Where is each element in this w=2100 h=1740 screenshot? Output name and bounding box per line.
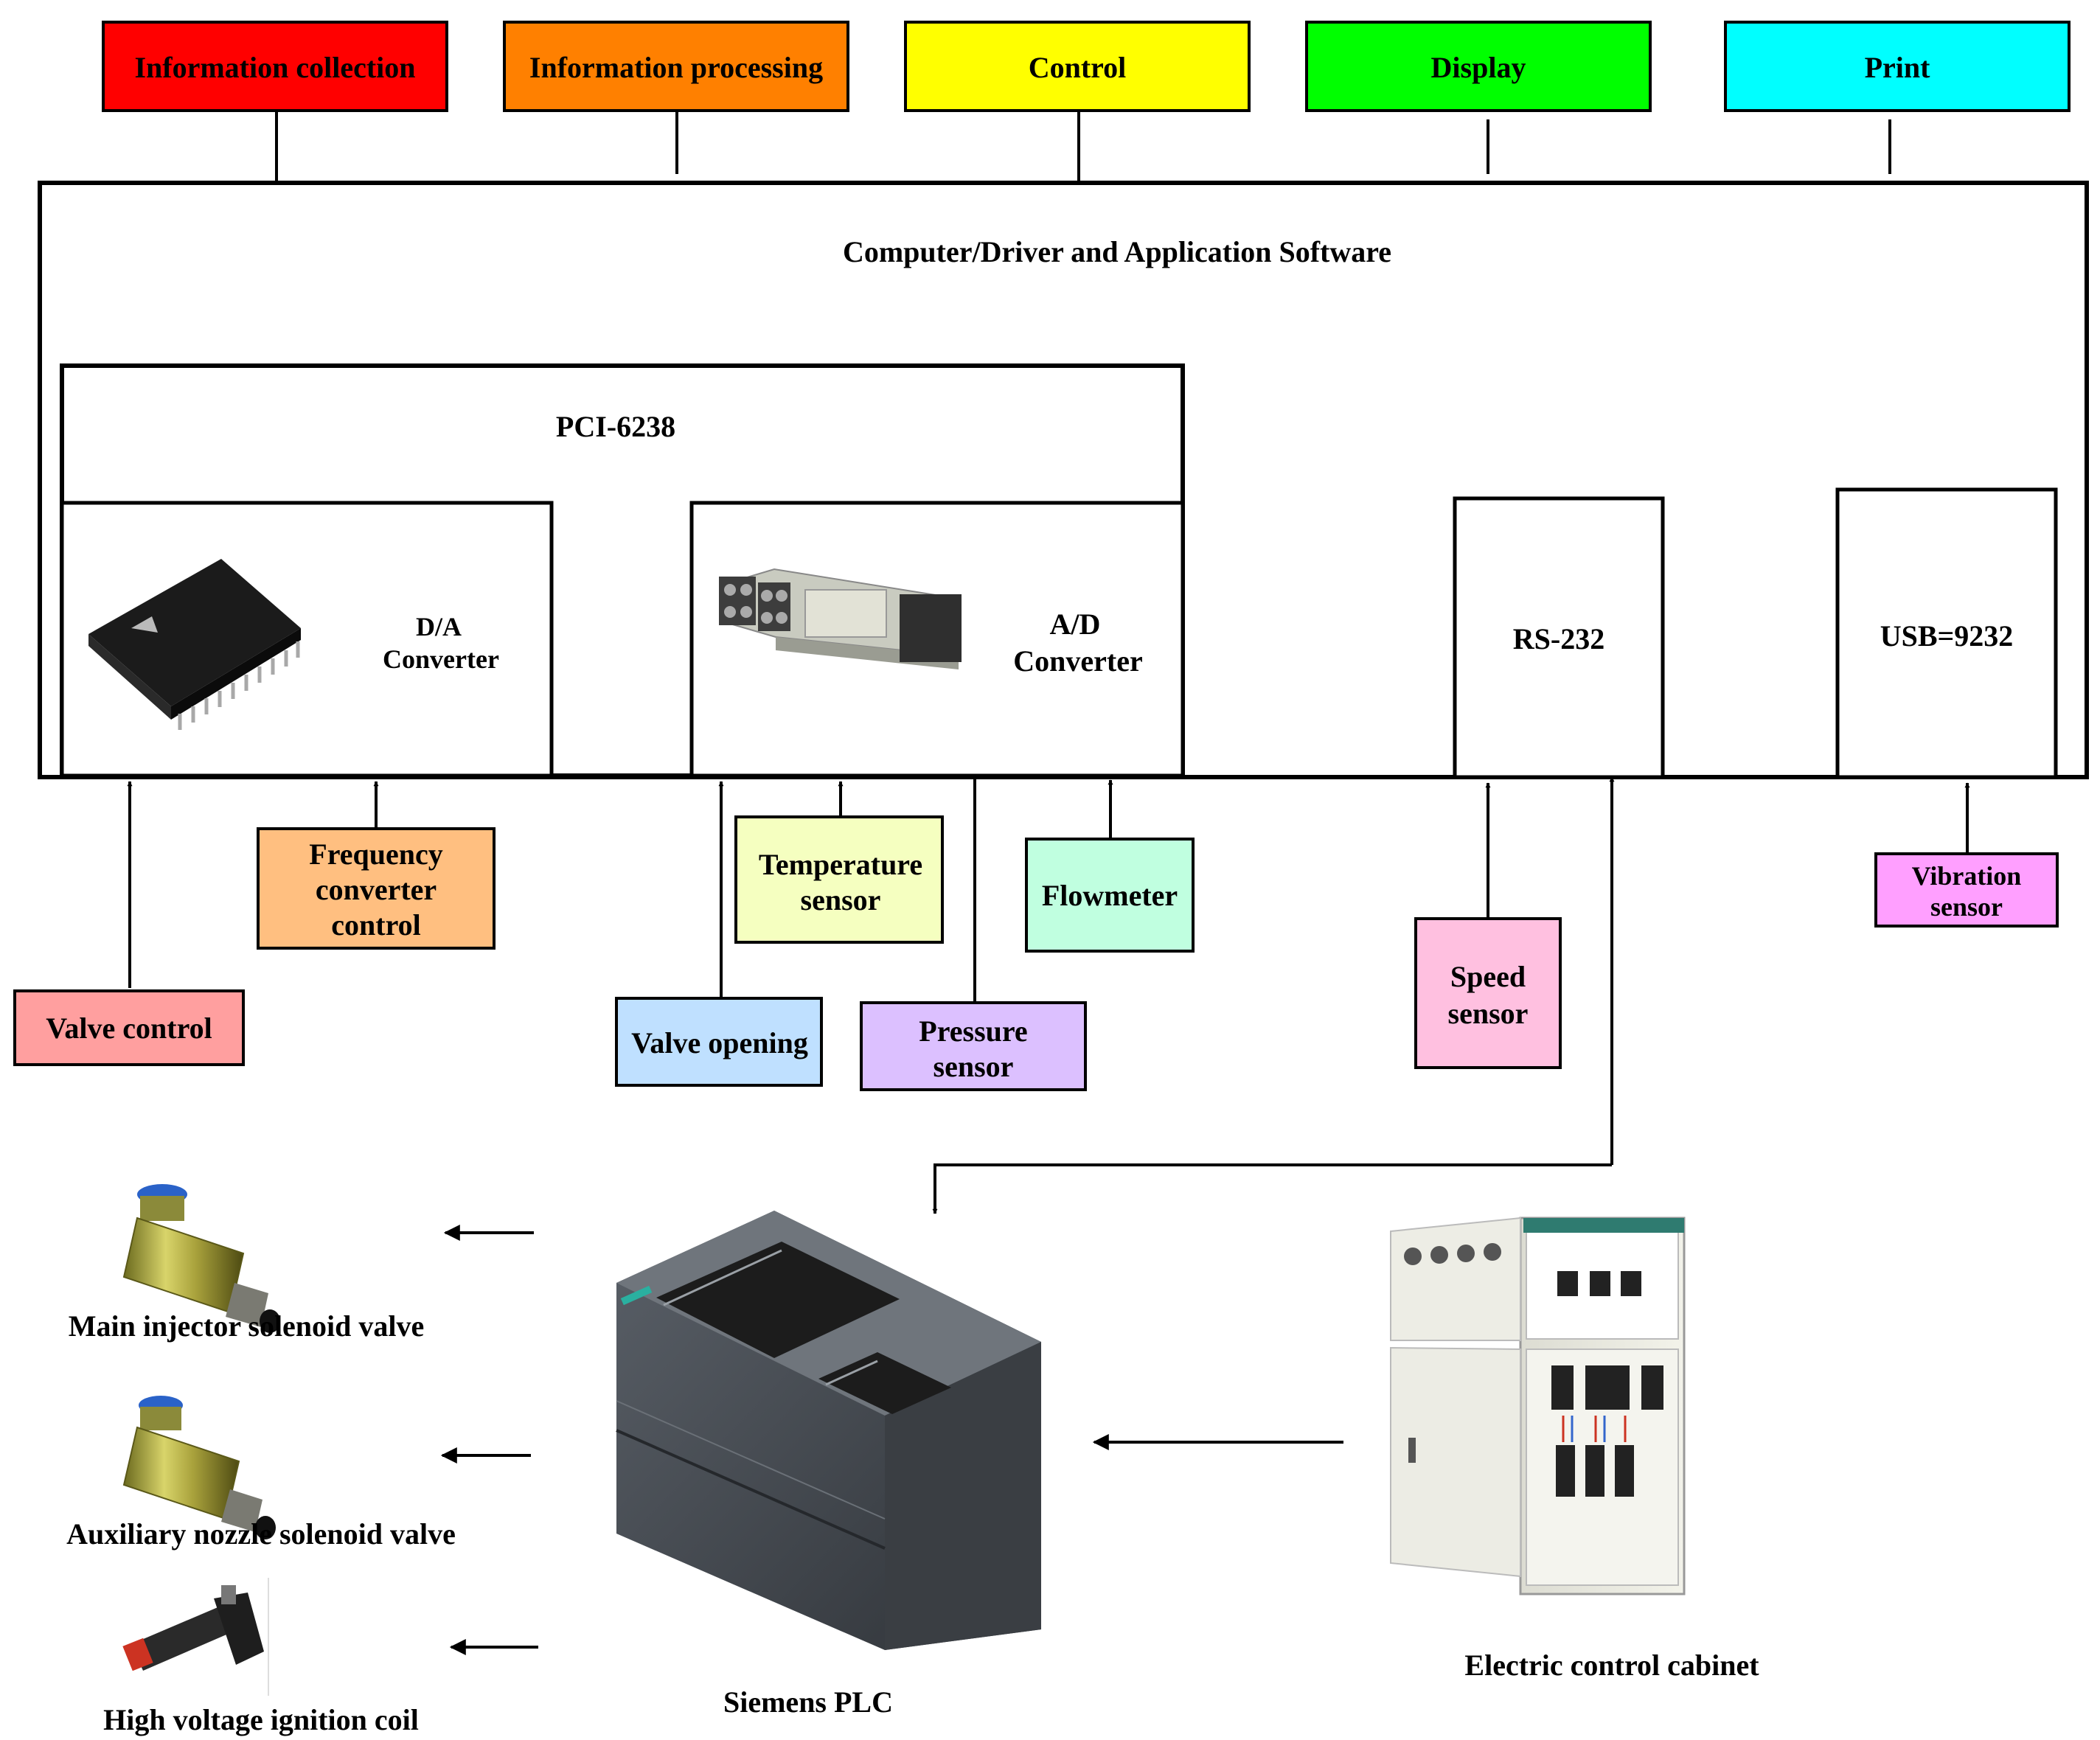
da-label-line1: D/A [416, 612, 462, 641]
da-converter-box: D/A Converter [60, 501, 554, 778]
da-label-line2: Converter [383, 644, 499, 674]
func-info-collection: Information collection [102, 21, 448, 112]
pci-title: PCI-6238 [556, 410, 675, 443]
speed-label-line1: Speed [1450, 960, 1526, 993]
temp-label-line1: Temperature [759, 848, 922, 881]
aux-nozzle-valve: Auxiliary nozzle solenoid valve [66, 1396, 456, 1551]
func-display: Display [1305, 21, 1652, 112]
frequency-converter-box: Frequency converter control [257, 827, 496, 950]
siemens-plc: Siemens PLC [616, 1211, 1041, 1719]
aux-nozzle-label: Auxiliary nozzle solenoid valve [66, 1517, 456, 1551]
pressure-sensor-box: Pressure sensor [860, 1001, 1087, 1091]
freq-label-line2: converter [316, 873, 437, 906]
plc-device-icon [616, 1211, 1041, 1650]
temperature-sensor-box: Temperature sensor [734, 815, 944, 944]
func-print: Print [1724, 21, 2071, 112]
speed-label-line2: sensor [1448, 997, 1529, 1030]
top-connectors [275, 111, 1891, 183]
actuator-arrows [440, 1225, 538, 1655]
func-display-label: Display [1431, 51, 1526, 84]
plc-rs232-link [932, 776, 1615, 1214]
pressure-label-line2: sensor [933, 1050, 1014, 1083]
rs232-label: RS-232 [1513, 622, 1604, 655]
speed-sensor-box: Speed sensor [1414, 917, 1562, 1069]
ignition-coil-label: High voltage ignition coil [103, 1703, 419, 1736]
valve-control-label: Valve control [46, 1012, 212, 1045]
vibration-sensor-box: Vibration sensor [1874, 852, 2059, 928]
rs232-box: RS-232 [1453, 496, 1665, 779]
ic-chip-icon [88, 559, 301, 730]
flowmeter-box: Flowmeter [1025, 838, 1195, 953]
flowmeter-label: Flowmeter [1042, 879, 1178, 912]
control-cabinet-icon [1390, 1217, 1686, 1595]
computer-title: Computer/Driver and Application Software [843, 235, 1391, 268]
main-injector-label: Main injector solenoid valve [69, 1309, 425, 1343]
freq-label-line1: Frequency [309, 838, 442, 871]
solenoid-valve-icon [122, 1184, 280, 1333]
ad-converter-box: A/D Converter [689, 501, 1185, 778]
valve-control-box: Valve control [13, 989, 245, 1066]
func-control: Control [904, 21, 1251, 112]
temp-label-line2: sensor [801, 883, 881, 916]
computer-box: Computer/Driver and Application Software [38, 181, 2089, 779]
valve-opening-box: Valve opening [615, 997, 823, 1087]
input-arrows [127, 773, 1970, 1001]
ignition-coil-icon [122, 1578, 269, 1696]
ad-label-line2: Converter [1013, 644, 1142, 678]
func-info-processing-label: Information processing [529, 51, 823, 84]
freq-label-line3: control [331, 908, 420, 942]
func-info-processing: Information processing [503, 21, 849, 112]
usb9232-box: USB=9232 [1835, 487, 2058, 779]
func-control-label: Control [1029, 51, 1127, 84]
plc-label: Siemens PLC [723, 1685, 893, 1719]
valve-opening-label: Valve opening [631, 1026, 808, 1059]
signal-module-icon [719, 568, 962, 669]
vibration-label-line1: Vibration [1912, 861, 2022, 891]
electric-control-cabinet: Electric control cabinet [1390, 1217, 1759, 1682]
cabinet-label: Electric control cabinet [1464, 1649, 1759, 1682]
pressure-label-line1: Pressure [919, 1015, 1027, 1048]
ad-label-line1: A/D [1050, 608, 1101, 641]
func-print-label: Print [1865, 51, 1931, 84]
func-info-collection-label: Information collection [134, 51, 415, 84]
solenoid-valve-icon [122, 1396, 276, 1539]
usb9232-label: USB=9232 [1880, 619, 2014, 652]
vibration-label-line2: sensor [1930, 892, 2003, 922]
ignition-coil: High voltage ignition coil [103, 1578, 419, 1736]
main-injector-valve: Main injector solenoid valve [69, 1184, 425, 1343]
